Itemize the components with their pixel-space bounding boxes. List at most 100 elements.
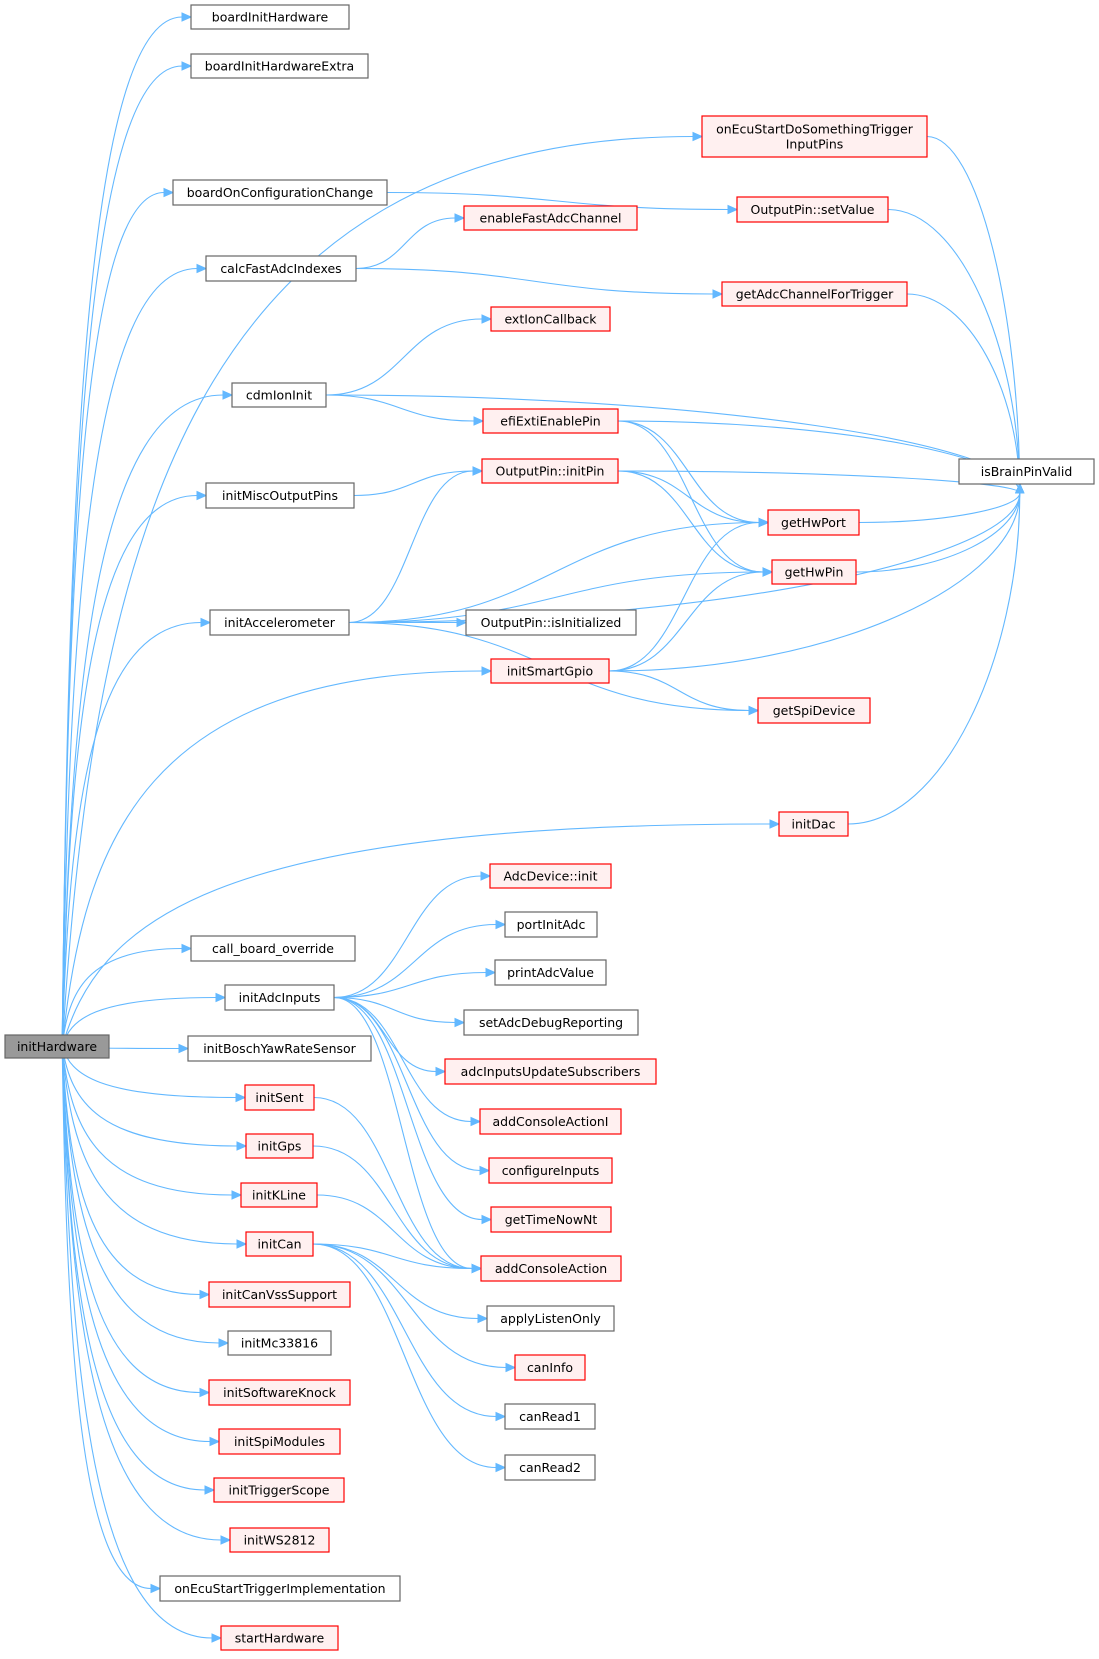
node-calc-fast-adc-indexes[interactable]: calcFastAdcIndexes xyxy=(205,255,357,282)
node-enable-fast-adc-channel[interactable]: enableFastAdcChannel xyxy=(463,205,638,231)
edge-init-hardware-to-calc-fast-adc-indexes xyxy=(61,263,208,1047)
node-box xyxy=(218,1428,341,1455)
node-add-console-action[interactable]: addConsoleAction xyxy=(480,1255,622,1282)
node-init-adc-inputs[interactable]: initAdcInputs xyxy=(224,984,335,1011)
node-get-adc-channel-for-trigger[interactable]: getAdcChannelForTrigger xyxy=(721,281,908,307)
edge-get-hw-pin-to-is-brain-pin-valid xyxy=(855,482,1025,573)
node-get-time-now-nt[interactable]: getTimeNowNt xyxy=(490,1206,612,1233)
node-ext-ion-callback[interactable]: extIonCallback xyxy=(490,306,611,332)
node-box xyxy=(504,1403,596,1430)
node-label: adcInputsUpdateSubscribers xyxy=(461,1064,641,1079)
node-label: calcFastAdcIndexes xyxy=(220,261,341,276)
edge-init-can-to-can-info xyxy=(312,1243,517,1373)
node-label: boardOnConfigurationChange xyxy=(187,185,374,200)
node-set-adc-debug-reporting[interactable]: setAdcDebugReporting xyxy=(463,1009,639,1036)
node-output-pin-is-initialized[interactable]: OutputPin::isInitialized xyxy=(465,609,637,636)
node-print-adc-value[interactable]: printAdcValue xyxy=(494,959,607,986)
node-box xyxy=(463,205,638,231)
node-get-spi-device[interactable]: getSpiDevice xyxy=(757,697,871,724)
node-box xyxy=(757,697,871,724)
edge-init-smart-gpio-to-get-hw-pin xyxy=(608,567,774,672)
node-label: initGps xyxy=(258,1139,302,1154)
node-cdm-ion-init[interactable]: cdmIonInit xyxy=(231,382,327,408)
node-init-can-vss-support[interactable]: initCanVssSupport xyxy=(208,1281,351,1308)
node-label: AdcDevice::init xyxy=(503,869,597,884)
node-port-init-adc[interactable]: portInitAdc xyxy=(504,911,598,938)
node-board-init-hardware[interactable]: boardInitHardware xyxy=(190,4,350,30)
node-adc-device-init[interactable]: AdcDevice::init xyxy=(489,863,612,889)
edge-on-ecu-start-do-something-trigger-input-pins-to-is-brain-pin-valid xyxy=(926,135,1025,494)
node-configure-inputs[interactable]: configureInputs xyxy=(488,1157,613,1184)
node-init-kline[interactable]: initKLine xyxy=(240,1182,318,1208)
node-init-sent[interactable]: initSent xyxy=(244,1084,315,1111)
node-init-spi-modules[interactable]: initSpiModules xyxy=(218,1428,341,1455)
node-board-on-configuration-change[interactable]: boardOnConfigurationChange xyxy=(172,179,388,206)
node-get-hw-pin[interactable]: getHwPin xyxy=(771,559,857,585)
node-output-pin-set-value[interactable]: OutputPin::setValue xyxy=(736,196,889,223)
node-call-board-override[interactable]: call_board_override xyxy=(190,935,356,962)
node-box xyxy=(229,1527,330,1553)
edge-cdm-ion-init-to-ext-ion-callback xyxy=(325,314,493,396)
node-is-brain-pin-valid[interactable]: isBrainPinValid xyxy=(958,458,1095,485)
node-init-mc33816[interactable]: initMc33816 xyxy=(227,1330,332,1356)
edge-output-pin-set-value-to-is-brain-pin-valid xyxy=(887,208,1025,494)
node-init-trigger-scope[interactable]: initTriggerScope xyxy=(213,1477,345,1503)
node-box xyxy=(190,935,356,962)
node-init-smart-gpio[interactable]: initSmartGpio xyxy=(490,658,610,684)
edge-init-can-to-can-read1 xyxy=(312,1243,507,1422)
edge-init-dac-to-is-brain-pin-valid xyxy=(847,482,1025,825)
edge-init-hardware-to-init-trigger-scope xyxy=(61,1046,216,1495)
node-board-init-hardware-extra[interactable]: boardInitHardwareExtra xyxy=(190,53,369,79)
node-add-console-action-i[interactable]: addConsoleActionI xyxy=(479,1108,622,1135)
node-label: getHwPort xyxy=(781,515,846,530)
node-init-dac[interactable]: initDac xyxy=(778,811,849,837)
node-box xyxy=(490,658,610,684)
node-label: cdmIonInit xyxy=(246,388,312,403)
edge-output-pin-init-pin-to-get-hw-port xyxy=(617,470,770,528)
edge-init-hardware-to-init-smart-gpio xyxy=(61,666,493,1047)
node-box xyxy=(494,959,607,986)
node-init-can[interactable]: initCan xyxy=(245,1231,314,1257)
node-apply-listen-only[interactable]: applyListenOnly xyxy=(486,1305,615,1332)
node-box xyxy=(244,1084,315,1111)
node-init-accelerometer[interactable]: initAccelerometer xyxy=(209,609,350,636)
edge-efi-exti-enable-pin-to-get-hw-pin xyxy=(617,420,774,577)
node-label: initBoschYawRateSensor xyxy=(203,1041,356,1056)
node-on-ecu-start-trigger-implementation[interactable]: onEcuStartTriggerImplementation xyxy=(159,1575,401,1602)
node-box xyxy=(172,179,388,206)
node-efi-exti-enable-pin[interactable]: efiExtiEnablePin xyxy=(482,408,619,434)
node-label: initAccelerometer xyxy=(224,615,336,630)
node-label: initWS2812 xyxy=(244,1533,316,1548)
node-box xyxy=(245,1133,314,1159)
edge-init-hardware-to-init-misc-output-pins xyxy=(61,490,208,1047)
node-box xyxy=(465,609,637,636)
node-get-hw-port[interactable]: getHwPort xyxy=(767,509,860,536)
edge-init-adc-inputs-to-get-time-now-nt xyxy=(333,996,493,1225)
edge-init-hardware-to-on-ecu-start-trigger-implementation xyxy=(61,1046,162,1594)
node-init-gps[interactable]: initGps xyxy=(245,1133,314,1159)
node-can-read1[interactable]: canRead1 xyxy=(504,1403,596,1430)
edge-init-smart-gpio-to-get-spi-device xyxy=(608,670,760,716)
edge-init-hardware-to-init-gps xyxy=(61,1046,248,1151)
node-label: initAdcInputs xyxy=(239,990,321,1005)
node-can-read2[interactable]: canRead2 xyxy=(504,1454,596,1481)
node-label: initTriggerScope xyxy=(229,1483,330,1498)
node-output-pin-init-pin[interactable]: OutputPin::initPin xyxy=(481,458,619,484)
node-label: initCanVssSupport xyxy=(222,1287,337,1302)
edge-init-kline-to-add-console-action xyxy=(316,1194,483,1274)
node-init-ws2812[interactable]: initWS2812 xyxy=(229,1527,330,1553)
node-box xyxy=(208,1281,351,1308)
node-start-hardware[interactable]: startHardware xyxy=(220,1625,339,1651)
node-init-software-knock[interactable]: initSoftwareKnock xyxy=(208,1379,351,1406)
edge-efi-exti-enable-pin-to-get-hw-port xyxy=(617,420,770,528)
node-label: getTimeNowNt xyxy=(505,1212,598,1227)
node-adc-inputs-update-subscribers[interactable]: adcInputsUpdateSubscribers xyxy=(444,1058,657,1085)
node-label: initSent xyxy=(255,1090,303,1105)
node-box xyxy=(488,1157,613,1184)
node-init-bosch-yaw-rate-sensor[interactable]: initBoschYawRateSensor xyxy=(187,1035,372,1062)
node-label: addConsoleAction xyxy=(495,1261,607,1276)
node-init-misc-output-pins[interactable]: initMiscOutputPins xyxy=(205,482,355,509)
node-can-info[interactable]: canInfo xyxy=(514,1354,586,1381)
